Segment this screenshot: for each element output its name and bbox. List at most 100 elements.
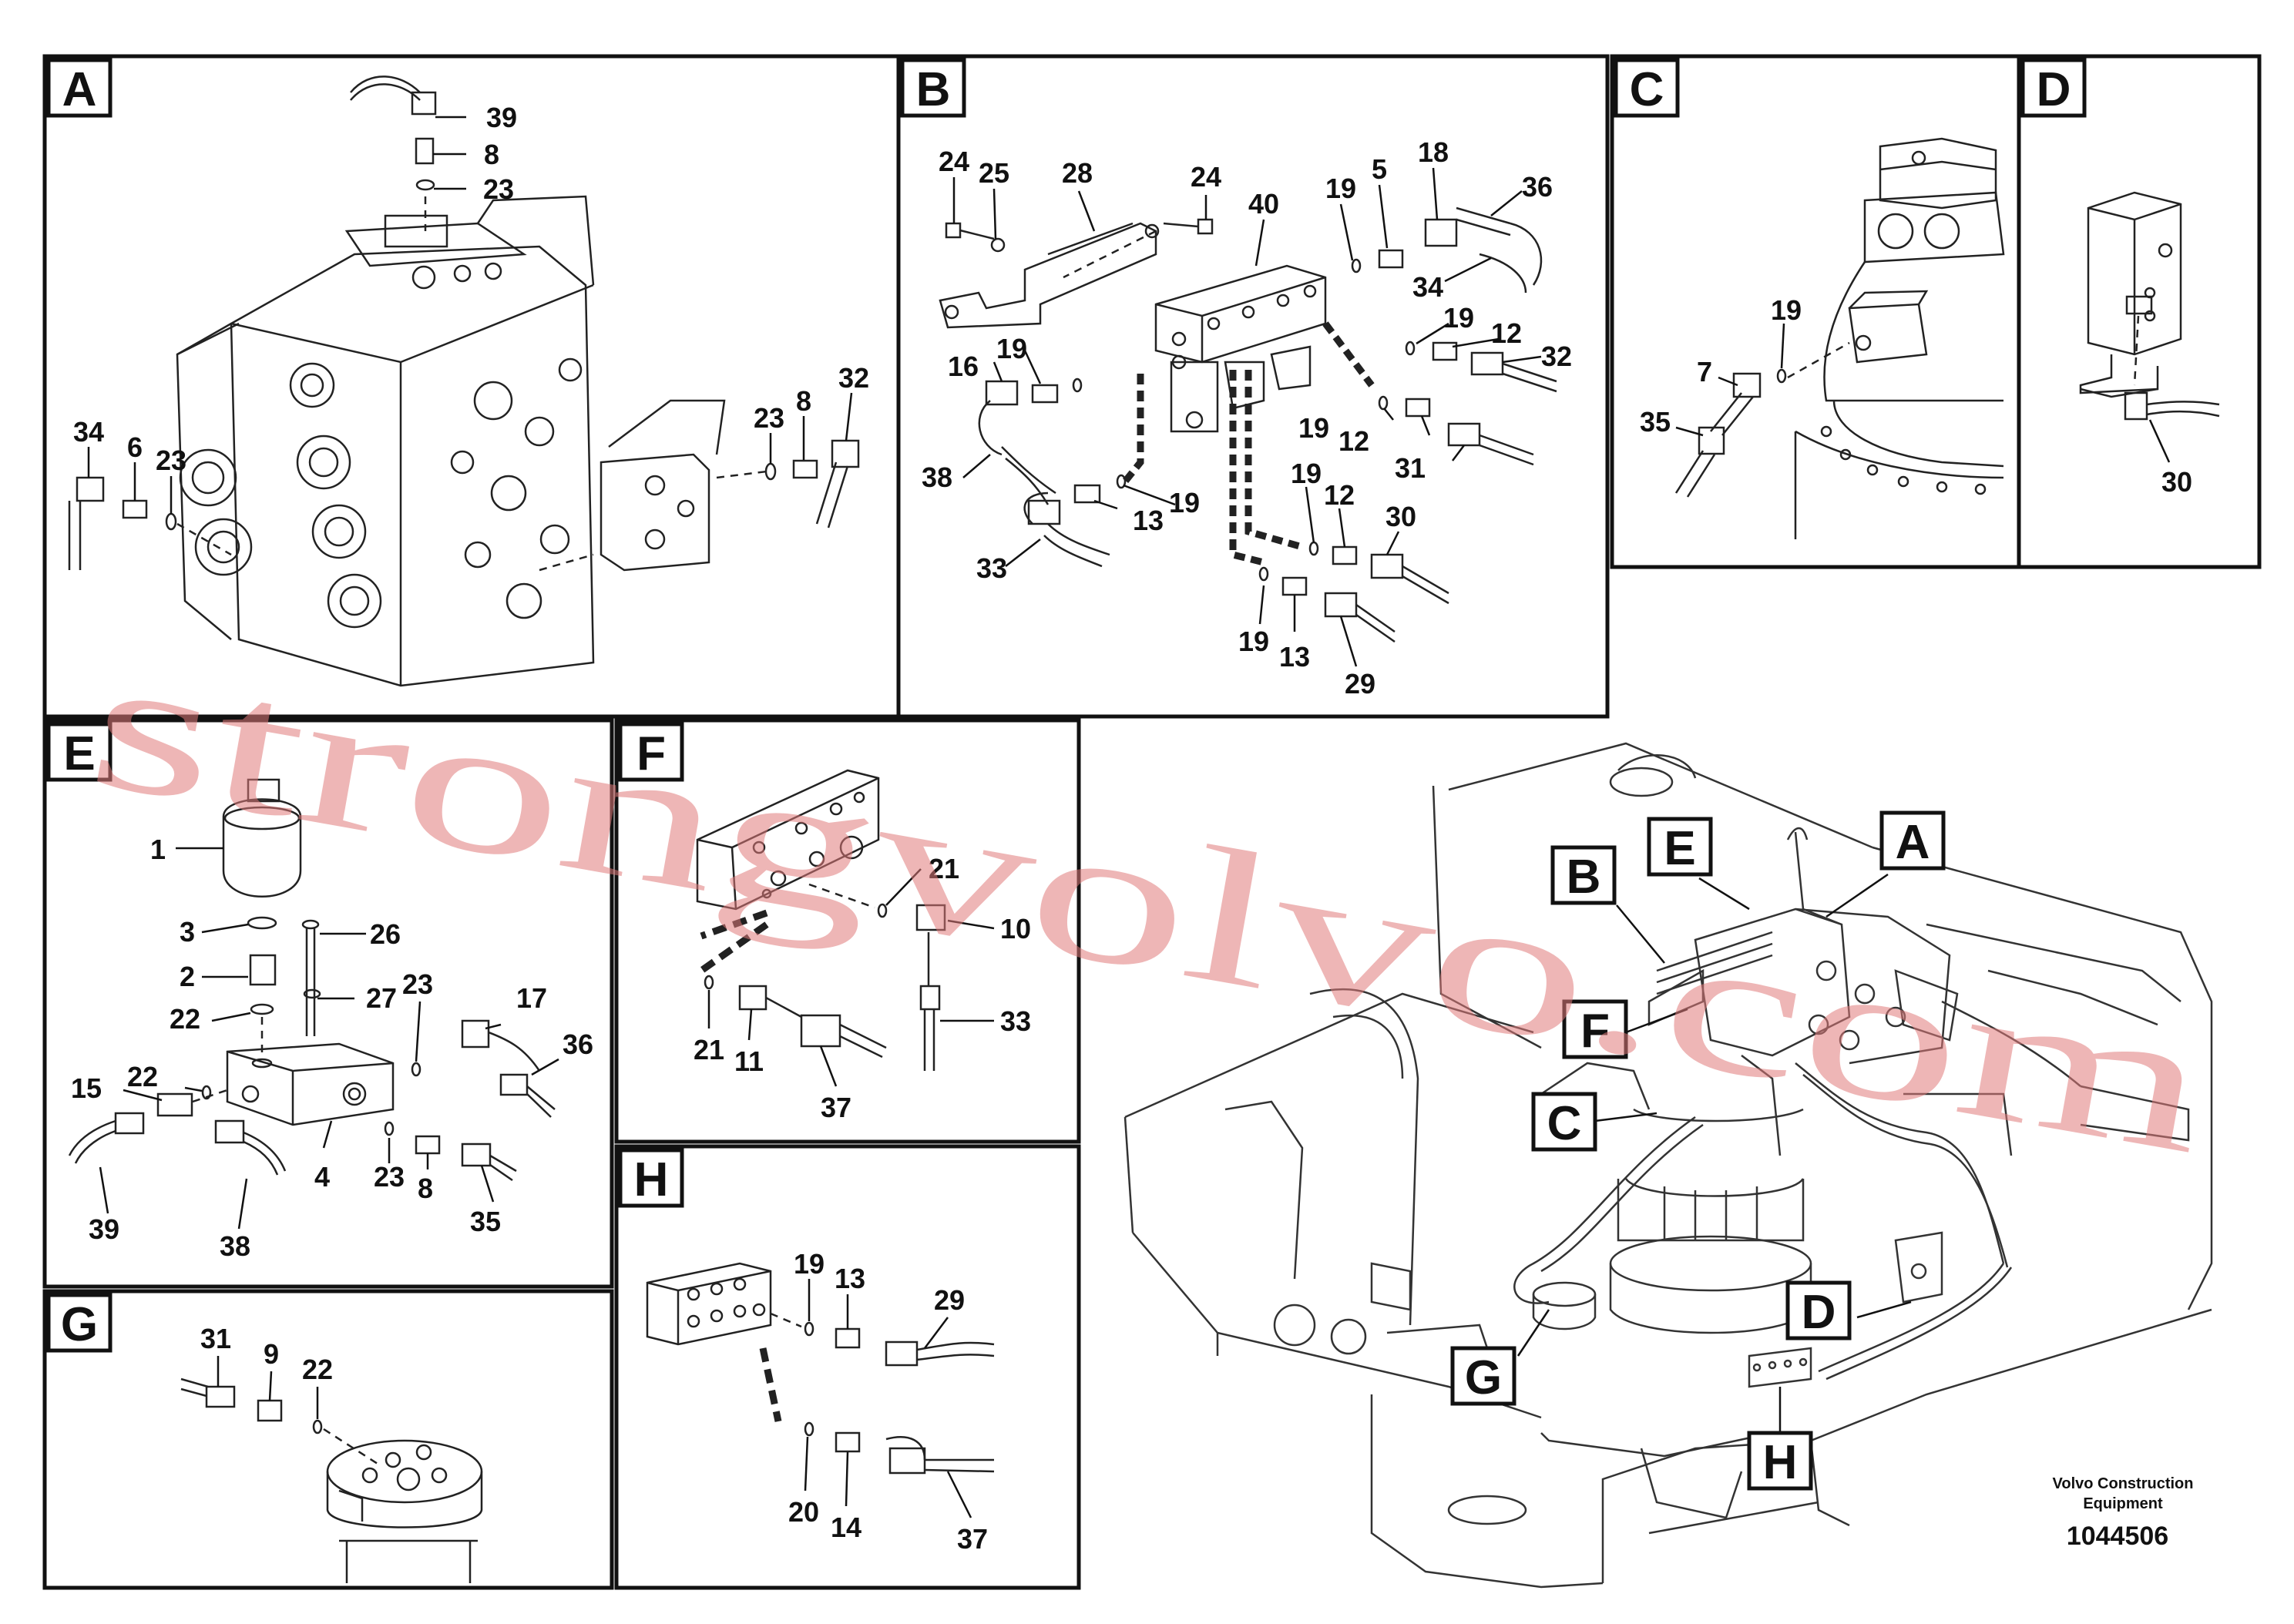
panel-b-letter: B (916, 63, 951, 116)
panel-a-callouts: 39 8 23 34 6 23 23 8 32 (73, 102, 869, 476)
panel-b-leaders (952, 167, 1542, 667)
callout: 23 (754, 402, 784, 434)
callout: 9 (264, 1338, 279, 1370)
callout: 39 (486, 102, 517, 133)
callout: 29 (1345, 668, 1375, 700)
panel-h-frame (614, 1144, 1081, 1590)
callout: 12 (1324, 479, 1355, 511)
callout: 19 (996, 333, 1027, 364)
callout: 23 (402, 968, 433, 1000)
panel-g-callouts: 31 9 22 (200, 1323, 333, 1385)
panel-e-callouts: 1 3 26 2 23 22 27 17 36 22 15 4 23 8 35 … (71, 834, 593, 1262)
overview-label-d: D (1802, 1286, 1836, 1339)
overview-label-e: E (1664, 822, 1695, 875)
panel-a-leaders (87, 116, 853, 514)
callout: 3 (180, 916, 195, 948)
panel-g-frame (42, 1289, 614, 1590)
callout: 29 (934, 1284, 965, 1316)
callout: 19 (1291, 458, 1322, 489)
overview-label-h: H (1763, 1436, 1798, 1489)
callout: 34 (1412, 271, 1443, 303)
callout: 36 (1522, 171, 1553, 203)
overview-label-g: G (1465, 1351, 1502, 1404)
callout: 36 (563, 1028, 593, 1060)
overview-leaders (1516, 873, 1912, 1433)
callout: 23 (483, 173, 514, 205)
panel-b-callouts: 24 25 28 24 40 19 5 18 36 34 19 12 32 16… (922, 136, 1572, 700)
panel-d-callouts: 30 (2161, 466, 2192, 498)
callout: 13 (1279, 641, 1310, 673)
callout: 18 (1418, 136, 1449, 168)
callout: 19 (1771, 294, 1802, 326)
callout: 38 (922, 461, 952, 493)
panel-c-frame (1610, 54, 2021, 569)
callout: 37 (957, 1523, 988, 1555)
panel-h-drawing (646, 1262, 995, 1475)
callout: 19 (1298, 412, 1329, 444)
panel-g-letter: G (61, 1298, 98, 1351)
panel-e-frame (42, 718, 614, 1289)
callout: 34 (73, 416, 104, 448)
panel-a-letter: A (62, 63, 97, 116)
panel-d-letter: D (2037, 63, 2071, 116)
overview-label-f: F (1580, 1005, 1610, 1058)
callout: 7 (1697, 356, 1712, 388)
callout: 23 (156, 445, 186, 476)
panel-c-letter: C (1630, 63, 1664, 116)
callout: 32 (838, 362, 869, 394)
footer: Volvo Construction Equipment 1044506 (2053, 1475, 2194, 1551)
callout: 24 (1191, 161, 1221, 193)
callout: 31 (200, 1323, 231, 1354)
callout: 19 (1169, 487, 1200, 518)
callout: 22 (127, 1061, 158, 1092)
callout: 38 (220, 1230, 250, 1262)
callout: 21 (694, 1034, 724, 1065)
panel-d-frame (2017, 54, 2262, 569)
panel-e-letter: E (63, 727, 95, 780)
publisher-credit-line2: Equipment (2083, 1495, 2163, 1512)
panel-f-letter: F (636, 727, 666, 780)
panel-f-frame (614, 718, 1081, 1144)
callout: 26 (370, 918, 401, 950)
callout: 16 (948, 351, 979, 382)
callout: 31 (1395, 452, 1426, 484)
callout: 30 (1385, 501, 1416, 532)
overview-label-b: B (1567, 851, 1601, 904)
callout: 35 (470, 1206, 501, 1237)
panel-letter-boxes: A B C D E F H G (46, 58, 2087, 1353)
callout: 23 (374, 1161, 405, 1193)
panel-b-frame (896, 54, 1610, 719)
panel-h-leaders (804, 1279, 972, 1518)
callout: 13 (1133, 505, 1164, 536)
panel-e-leaders (99, 847, 559, 1230)
callout: 37 (821, 1092, 851, 1123)
callout: 12 (1338, 425, 1369, 457)
callout: 10 (1000, 913, 1031, 945)
callout: 33 (1000, 1005, 1031, 1037)
callout: 27 (366, 982, 397, 1014)
panel-f-callouts: 21 10 33 21 11 37 (694, 853, 1031, 1123)
callout: 1 (150, 834, 166, 865)
document-number: 1044506 (2067, 1522, 2168, 1551)
callout: 8 (418, 1173, 433, 1204)
panel-h-letter: H (634, 1153, 669, 1206)
callout: 2 (180, 961, 195, 992)
callout: 19 (1443, 302, 1474, 334)
callout: 19 (1325, 173, 1356, 204)
callout: 25 (979, 157, 1009, 189)
panel-f-leaders (707, 868, 995, 1087)
callout: 8 (796, 385, 811, 417)
overview-label-boxes: B E A F C G D H (1450, 810, 1946, 1491)
callout: 15 (71, 1072, 102, 1104)
callout: 4 (314, 1161, 330, 1193)
callout: 30 (2161, 466, 2192, 498)
callout: 39 (89, 1213, 119, 1245)
callout: 33 (976, 552, 1007, 584)
callout: 19 (1238, 626, 1269, 657)
callout: 5 (1372, 153, 1387, 185)
callout: 6 (127, 431, 143, 463)
callout: 21 (929, 853, 959, 884)
panel-d-leaders (2148, 419, 2171, 463)
callout: 8 (484, 139, 499, 170)
